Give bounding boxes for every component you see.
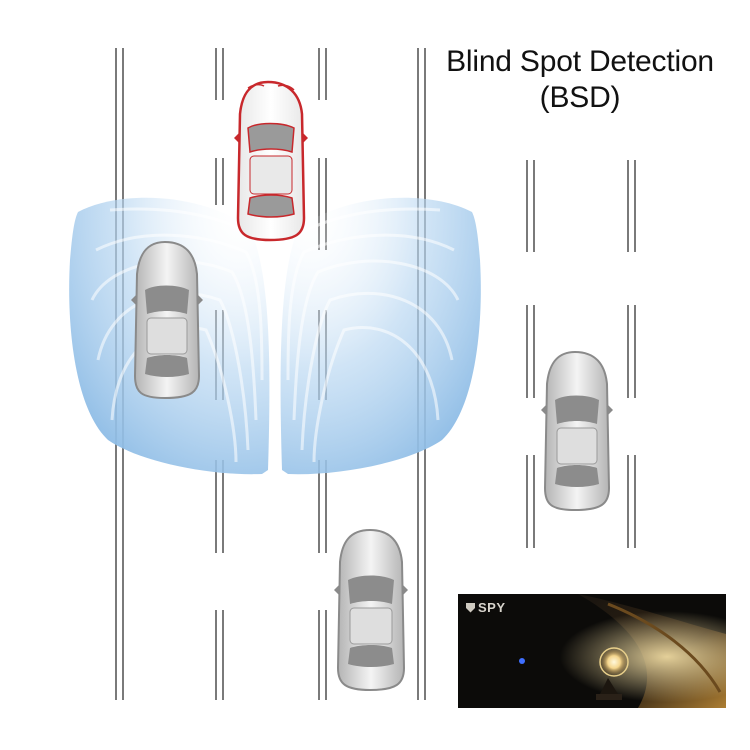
- ego-car: [234, 80, 308, 242]
- brand-logo: SPY: [466, 600, 506, 615]
- title-line-1: Blind Spot Detection: [446, 45, 714, 78]
- road-left: [115, 48, 426, 700]
- warning-indicator-light-icon: [599, 647, 629, 677]
- right-blind-spot-zone: [280, 197, 481, 475]
- title-line-2: (BSD): [539, 81, 621, 114]
- blind-spot-car: [131, 240, 203, 400]
- brand-shield-icon: [466, 602, 475, 613]
- page-title: Blind Spot Detection (BSD): [405, 44, 750, 116]
- rear-car: [334, 528, 408, 692]
- adjacent-lane-car: [541, 350, 613, 512]
- indicator-inset-photo: SPY: [458, 594, 726, 708]
- brand-name: SPY: [478, 600, 506, 615]
- road-right: [526, 160, 636, 548]
- blue-led-icon: [519, 658, 525, 664]
- mirror-indicator-illustration: [458, 594, 726, 708]
